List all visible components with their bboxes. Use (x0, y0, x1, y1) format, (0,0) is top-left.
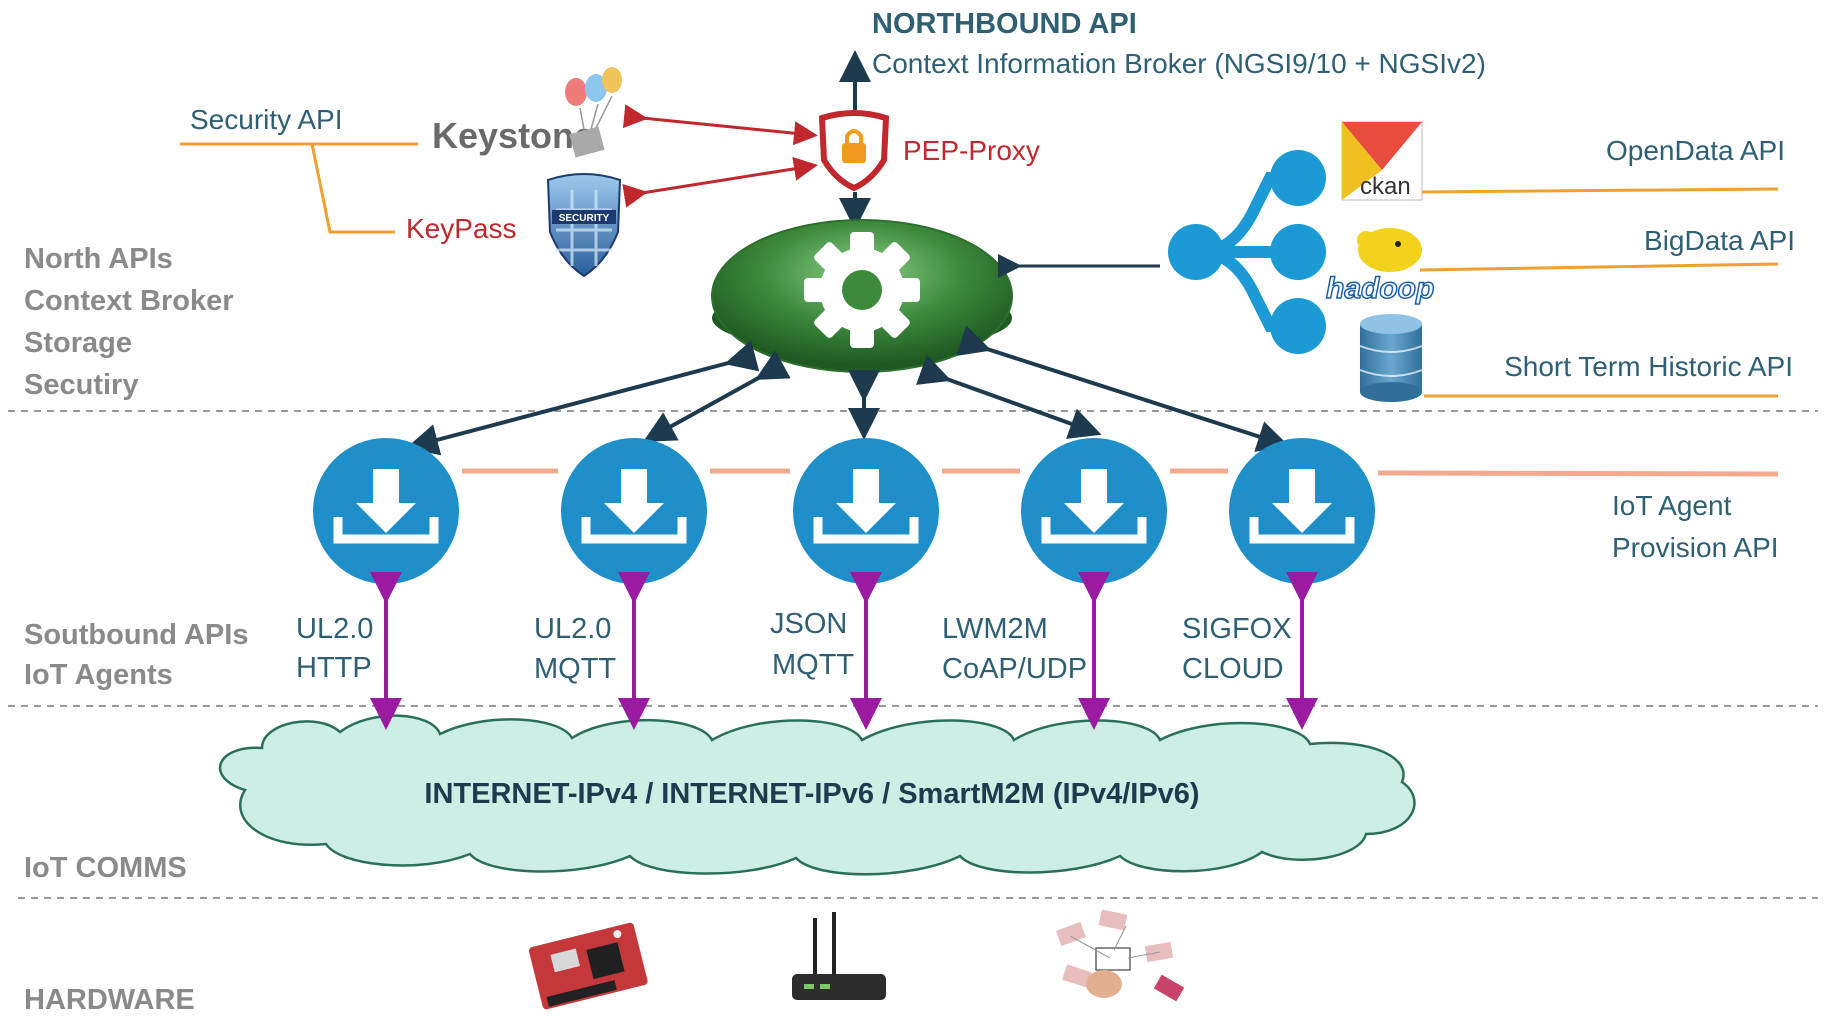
opendata-api-label: OpenData API (1606, 135, 1785, 166)
iot-agents (313, 438, 1375, 584)
northbound-subtitle: Context Information Broker (NGSI9/10 + N… (872, 48, 1486, 79)
iot-agent-4 (1021, 438, 1167, 584)
agent-1-protocol: UL2.0 (296, 613, 373, 645)
ckan-logo: ckan (1341, 121, 1423, 201)
context-broker-icon (711, 219, 1013, 373)
layer-label-iot-agents: IoT Agents (24, 659, 173, 691)
agent-network-arrows (370, 572, 1318, 730)
layer-label-hardware: HARDWARE (24, 984, 195, 1016)
iot-agent-1 (313, 438, 459, 584)
iot-agent-api-line1: IoT Agent (1612, 490, 1732, 521)
sensor-devices-icon (1056, 909, 1185, 1002)
iot-agent-api-line2: Provision API (1612, 532, 1779, 563)
opendata-api-line (1421, 187, 1779, 194)
broker-agent-arrows (406, 325, 1290, 456)
router-icon (792, 912, 886, 1000)
iot-agent-2 (561, 438, 707, 584)
iot-agent-3 (793, 438, 939, 584)
security-api-label: Security API (190, 104, 343, 135)
pep-proxy-icon (818, 110, 890, 192)
northbound-title: NORTHBOUND API (872, 8, 1137, 40)
north-layer-labels: North APIs Context Broker Storage Secuti… (24, 243, 234, 401)
gear-icon (804, 232, 920, 348)
security-section: Security API Keystone SECURITY KeyPass (180, 67, 1040, 278)
agent-4-protocol: LWM2M (942, 613, 1048, 645)
short-term-api-label: Short Term Historic API (1504, 351, 1793, 382)
bigdata-api-label: BigData API (1644, 225, 1795, 256)
hadoop-logo: hadoop (1325, 228, 1435, 306)
keystone-logo: Keystone (432, 67, 622, 158)
balloons-icon (565, 67, 622, 158)
layer-label-context-broker: Context Broker (24, 285, 234, 317)
layer-label-iot-comms: IoT COMMS (24, 852, 187, 884)
keypass-label: KeyPass (406, 213, 517, 244)
agent-5-protocol: SIGFOX (1182, 613, 1292, 645)
database-icon (1359, 314, 1423, 402)
layer-label-security: Secutiry (24, 369, 138, 401)
layer-separators (8, 410, 1818, 899)
agent-2-transport: MQTT (534, 653, 616, 685)
svg-text:ckan: ckan (1360, 173, 1411, 200)
agent-3-transport: MQTT (772, 649, 854, 681)
layer-label-storage: Storage (24, 327, 132, 359)
svg-text:hadoop: hadoop (1326, 272, 1434, 305)
tree-node-top (1270, 150, 1326, 206)
red-security-arrows (622, 104, 818, 208)
agent-1-transport: HTTP (296, 652, 372, 684)
keystone-label: Keystone (432, 115, 594, 156)
layer-label-southbound: Soutbound APIs (24, 619, 248, 651)
iot-agent-5 (1229, 438, 1375, 584)
northbound-section: NORTHBOUND API Context Information Broke… (839, 8, 1486, 110)
hardware-devices (528, 909, 1185, 1010)
layer-label-north-apis: North APIs (24, 243, 173, 275)
tree-node-bottom (1270, 298, 1326, 354)
pep-proxy-label: PEP-Proxy (903, 135, 1040, 166)
agent-3-protocol: JSON (770, 608, 847, 640)
provision-line (462, 468, 1779, 477)
agent-2-protocol: UL2.0 (534, 613, 611, 645)
security-shield-icon: SECURITY (546, 173, 622, 278)
internet-cloud: INTERNET-IPv4 / INTERNET-IPv6 / SmartM2M… (218, 714, 1416, 876)
agent-5-transport: CLOUD (1182, 653, 1284, 685)
agent-4-transport: CoAP/UDP (942, 653, 1087, 685)
circuit-board-icon (528, 922, 648, 1010)
data-apis-section: ckan hadoop OpenData API BigData API Sho… (998, 121, 1795, 402)
security-api-connector (180, 142, 418, 234)
agent-protocol-labels: UL2.0 HTTP UL2.0 MQTT JSON MQTT LWM2M Co… (296, 608, 1292, 685)
tree-node-mid (1270, 224, 1326, 280)
bigdata-api-line (1419, 262, 1779, 272)
tree-node-root (1168, 224, 1224, 280)
cloud-text: INTERNET-IPv4 / INTERNET-IPv6 / SmartM2M… (424, 778, 1199, 810)
svg-text:SECURITY: SECURITY (559, 213, 610, 224)
